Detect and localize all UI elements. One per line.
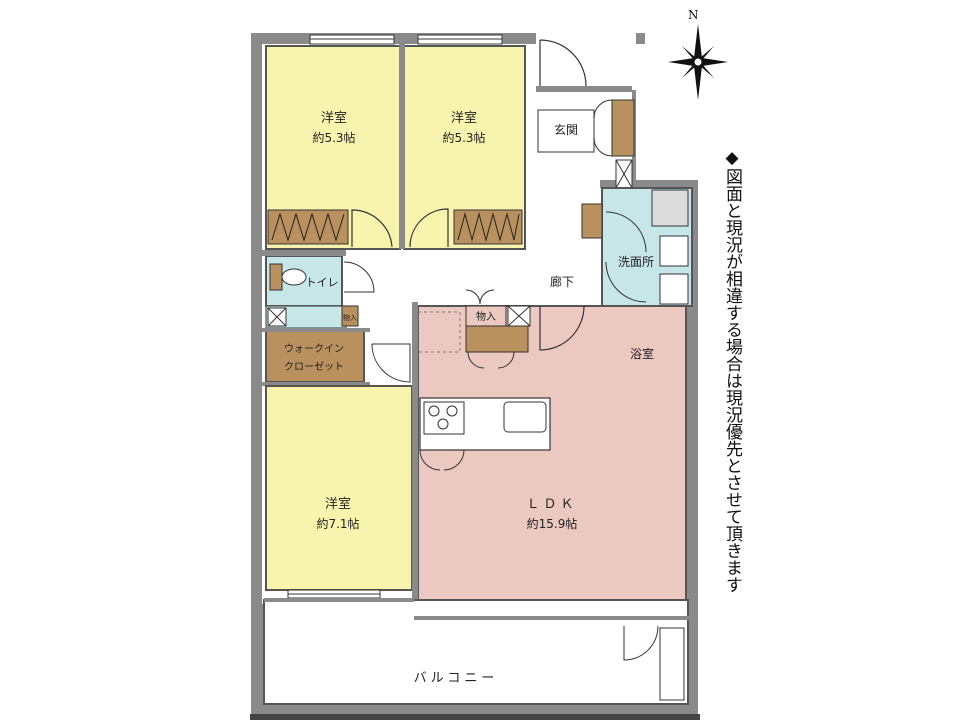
label-walk-in-closet-2: クローゼット xyxy=(284,361,344,373)
size-ldk: 約15.9帖 xyxy=(527,516,578,531)
label-toilet: トイレ xyxy=(306,276,339,289)
label-hallway: 廊下 xyxy=(550,274,574,289)
walk-in-closet xyxy=(265,329,365,383)
closet-room-2 xyxy=(453,209,523,245)
western-room-3 xyxy=(265,385,413,591)
label-western-room-1: 洋室 xyxy=(321,110,347,126)
size-western-room-1: 約5.3帖 xyxy=(312,130,355,145)
label-ldk: ＬＤＫ xyxy=(526,497,577,512)
size-western-room-3: 約7.1帖 xyxy=(316,516,359,531)
window-room-2 xyxy=(417,34,503,45)
label-western-room-2: 洋室 xyxy=(451,110,477,126)
size-western-room-2: 約5.3帖 xyxy=(442,130,485,145)
door-room-3 xyxy=(371,343,411,383)
label-walk-in-closet-1: ウォークイン xyxy=(284,343,344,355)
label-storage: 物入 xyxy=(476,310,496,323)
label-bathroom: 浴室 xyxy=(630,346,654,361)
front-door xyxy=(539,39,587,87)
cupboard xyxy=(465,325,529,353)
label-balcony: バルコニー xyxy=(414,671,499,686)
disclaimer-note: ◆図面と現況が相違する場合は現況優先とさせて頂きます xyxy=(722,148,742,593)
label-western-room-3: 洋室 xyxy=(325,496,351,512)
window-room-3 xyxy=(287,589,381,599)
door-room-1 xyxy=(351,209,393,248)
label-entrance: 玄関 xyxy=(554,122,578,137)
shoe-cabinet xyxy=(611,99,635,157)
toilet-fixture xyxy=(269,263,283,291)
compass-north-label: N xyxy=(688,8,699,22)
meter-box xyxy=(615,159,633,189)
compass-icon xyxy=(668,24,728,100)
entrance-floor xyxy=(537,109,595,153)
label-washroom: 洗面所 xyxy=(618,255,654,269)
door-ldk xyxy=(539,305,585,351)
sink xyxy=(503,401,547,433)
closet-room-1 xyxy=(267,209,349,245)
door-room-2 xyxy=(409,208,449,248)
label-storage-small: 物入 xyxy=(343,313,357,322)
ldk xyxy=(417,305,687,613)
window-room-1 xyxy=(309,34,395,45)
